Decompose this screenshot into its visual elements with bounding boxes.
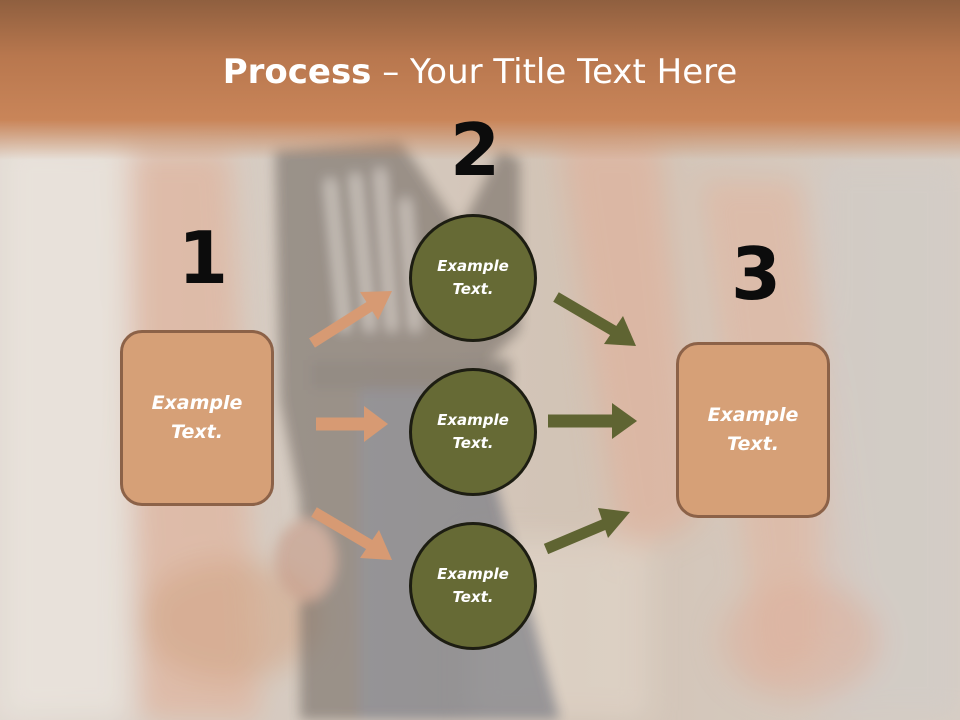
left-box-text: Example Text. bbox=[151, 392, 243, 443]
arrow-top-to-right bbox=[553, 292, 636, 346]
left-step-box: Example Text. bbox=[120, 330, 274, 506]
arrow-left-to-top bbox=[309, 291, 392, 348]
circle-top-text: Example Text. bbox=[437, 257, 509, 298]
right-step-box: Example Text. bbox=[676, 342, 830, 518]
right-box-text: Example Text. bbox=[707, 404, 799, 455]
step-number-3: 3 bbox=[731, 232, 782, 316]
title-bold: Process bbox=[222, 52, 372, 92]
arrow-left-to-bottom bbox=[311, 507, 392, 560]
step-number-2: 2 bbox=[450, 108, 501, 192]
arrow-middle-to-right bbox=[548, 403, 637, 439]
slide-title: Process – Your Title Text Here bbox=[0, 52, 960, 92]
title-rest: – Your Title Text Here bbox=[371, 52, 738, 92]
circle-top: Example Text. bbox=[409, 214, 537, 342]
circle-middle-text: Example Text. bbox=[437, 411, 509, 452]
circle-bottom: Example Text. bbox=[409, 522, 537, 650]
circle-bottom-text: Example Text. bbox=[437, 565, 509, 606]
arrow-bottom-to-right bbox=[543, 508, 630, 555]
step-number-1: 1 bbox=[178, 216, 229, 300]
arrow-left-to-middle bbox=[316, 406, 388, 442]
circle-middle: Example Text. bbox=[409, 368, 537, 496]
